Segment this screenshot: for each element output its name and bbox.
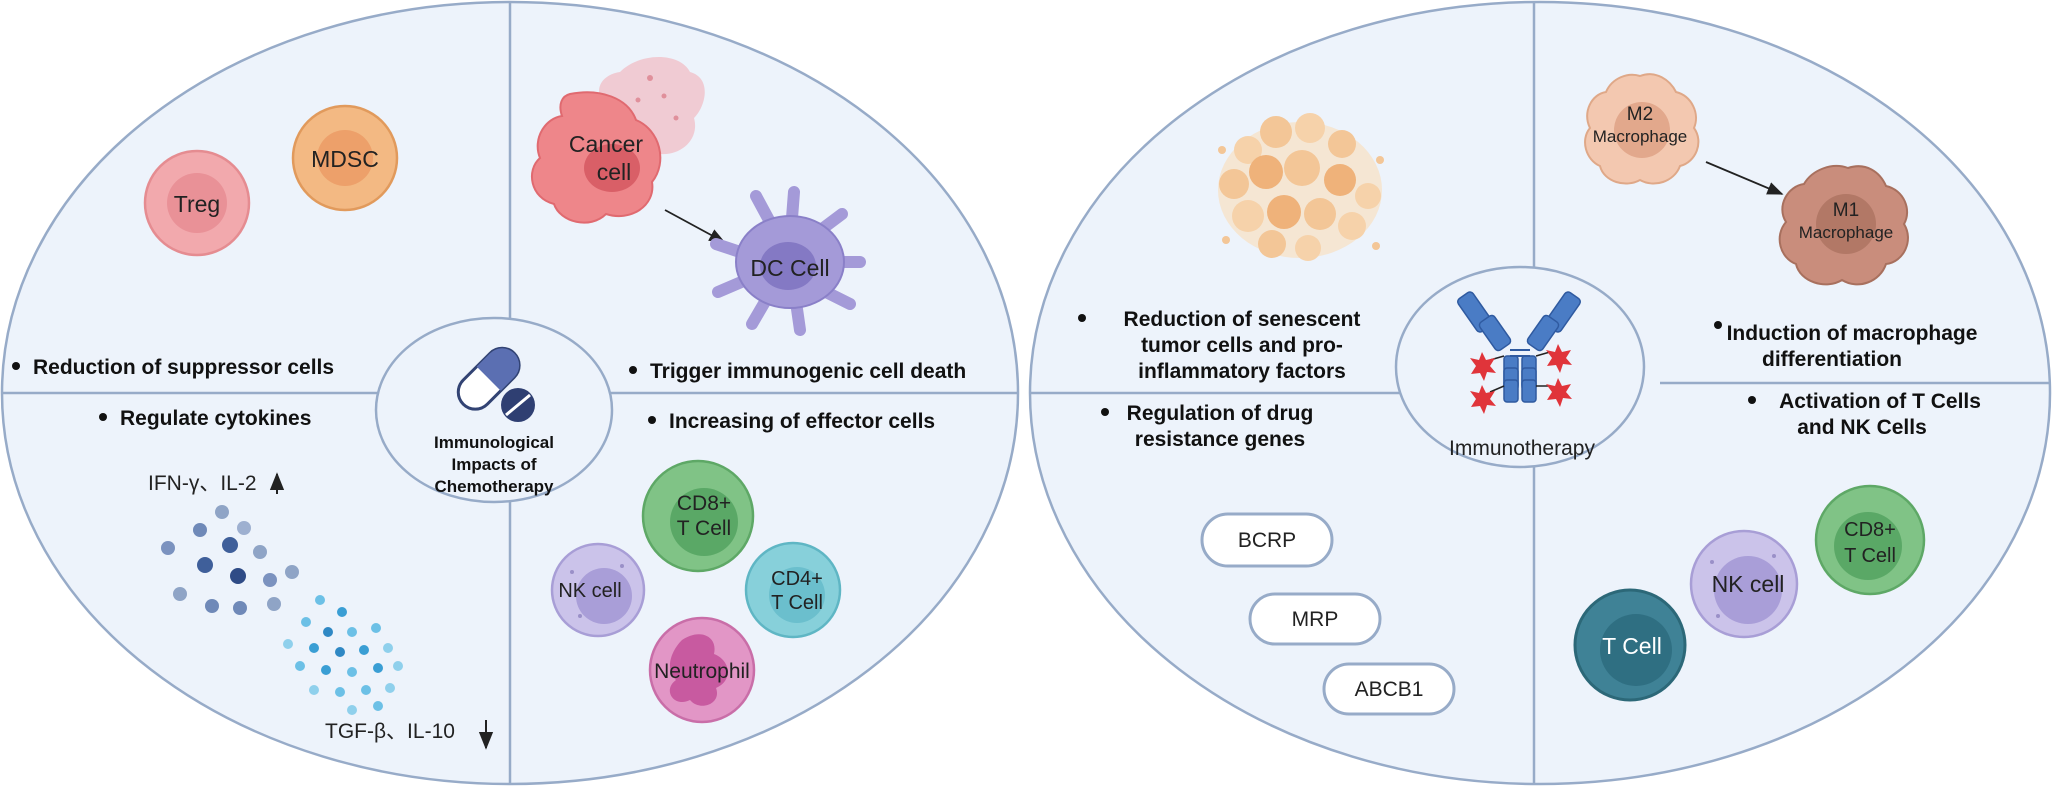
macrophage-heading-line1: Induction of macrophage	[1727, 322, 1978, 345]
cd4-label-line2: T Cell	[771, 592, 823, 614]
bullet	[12, 362, 20, 370]
activation-heading-line2: and NK Cells	[1797, 416, 1927, 439]
cytokines-heading: Regulate cytokines	[120, 407, 311, 430]
gene-bcrp-label: BCRP	[1238, 529, 1296, 552]
treg-cell: Treg	[143, 149, 251, 257]
icd-heading: Trigger immunogenic cell death	[650, 360, 966, 383]
suppressor-heading: Reduction of suppressor cells	[33, 356, 334, 379]
mdsc-cell: MDSC	[291, 104, 399, 212]
activation-heading-line1: Activation of T Cells	[1779, 390, 1981, 413]
nk-cell-right: NK cell	[1689, 529, 1799, 639]
resistance-heading-line1: Regulation of drug	[1127, 402, 1314, 425]
dc-label: DC Cell	[750, 255, 829, 281]
quadrant-effector-cells: Increasing of effector cells CD8+ T Cell…	[550, 410, 935, 724]
t-cell-right-label: T Cell	[1602, 633, 1662, 659]
gene-abcb1-label: ABCB1	[1355, 678, 1424, 701]
quadrant-suppressor-cells: Treg MDSC Reduction of suppressor cells	[12, 104, 399, 379]
m2-label-line2: Macrophage	[1593, 127, 1688, 146]
effector-heading: Increasing of effector cells	[669, 410, 935, 433]
nk-cell: NK cell	[550, 542, 646, 638]
cytokine-dots-dark	[161, 505, 299, 615]
quadrant-t-nk-activation: Activation of T Cells and NK Cells CD8+ …	[1573, 390, 1981, 702]
hub-label-line3: Chemotherapy	[434, 477, 554, 496]
cancer-cell: Cancer cell	[531, 57, 705, 224]
tgf-il10-label: TGF-β、IL-10	[325, 720, 455, 743]
treg-label: Treg	[174, 191, 220, 217]
mdsc-label: MDSC	[311, 146, 379, 172]
t-cell-right: T Cell	[1573, 588, 1687, 702]
senescent-heading-line1-text: Reduction of senescent	[1124, 308, 1361, 331]
cd8-label-line2: T Cell	[677, 517, 731, 540]
bullet	[1748, 396, 1756, 404]
m1-macrophage: M1 Macrophage	[1778, 165, 1909, 286]
left-diagram: Treg MDSC Reduction of suppressor cells …	[0, 0, 1020, 786]
cd4-label-line1: CD4+	[771, 568, 823, 590]
cd8-t-cell: CD8+ T Cell	[641, 459, 755, 573]
arrow-m2-to-m1	[1705, 161, 1784, 195]
quadrant-senescent-cells: Reduction of senescent tumor cells and p…	[1078, 113, 1384, 383]
nk-label: NK cell	[558, 580, 621, 602]
bullet	[648, 416, 656, 424]
gene-mrp: MRP	[1248, 592, 1382, 646]
quadrant-immunogenic-death: Cancer cell DC Cell Trigger immunogenic …	[531, 57, 966, 383]
hub-label-line2: Impacts of	[451, 455, 536, 474]
right-center-hub: Immunotherapy	[1394, 265, 1646, 469]
cd4-t-cell: CD4+ T Cell	[744, 541, 842, 639]
cd8-label-line1: CD8+	[677, 492, 731, 515]
left-center-hub: Immunological Impacts of Chemotherapy	[374, 316, 614, 504]
cytokine-dots-light	[283, 595, 403, 715]
cd8-t-cell-right: CD8+ T Cell	[1814, 484, 1926, 596]
bullet	[1078, 314, 1086, 322]
cancer-label-line2: cell	[597, 159, 632, 185]
m1-label-line2: Macrophage	[1799, 223, 1894, 242]
m1-label-line1: M1	[1833, 200, 1859, 221]
quadrant-cytokines: Regulate cytokines IFN-γ、IL-2	[99, 407, 494, 750]
senescent-heading-line2: tumor cells and pro-	[1141, 334, 1343, 357]
right-diagram: Reduction of senescent tumor cells and p…	[1028, 0, 2052, 786]
neutrophil-cell: Neutrophil	[648, 616, 756, 724]
bullet	[629, 366, 637, 374]
ifn-il2-label: IFN-γ、IL-2	[148, 472, 257, 495]
nk-right-label: NK cell	[1712, 571, 1785, 597]
cd8-right-label-line2: T Cell	[1844, 545, 1896, 567]
arrow-cancer-to-dc	[664, 209, 726, 243]
senescent-tumor-cluster	[1218, 113, 1384, 261]
gene-bcrp: BCRP	[1200, 512, 1334, 568]
cancer-label-line1: Cancer	[569, 131, 643, 157]
immunotherapy-label: Immunotherapy	[1449, 437, 1595, 460]
m2-label-line1: M2	[1627, 104, 1653, 125]
dc-cell: DC Cell	[710, 186, 866, 336]
cd8-right-label-line1: CD8+	[1844, 519, 1896, 541]
bullet	[1714, 321, 1722, 329]
bullet	[99, 413, 107, 421]
senescent-heading-line3: inflammatory factors	[1138, 360, 1346, 383]
drug-capsule-icon	[456, 346, 535, 422]
macrophage-heading-line2: differentiation	[1762, 348, 1902, 371]
gene-abcb1: ABCB1	[1322, 662, 1456, 716]
bullet	[1101, 408, 1109, 416]
antibody-icon	[1456, 291, 1582, 414]
resistance-heading-line2: resistance genes	[1135, 428, 1305, 451]
gene-mrp-label: MRP	[1292, 608, 1339, 631]
hub-label-line1: Immunological	[434, 433, 554, 452]
m2-macrophage: M2 Macrophage	[1584, 73, 1700, 185]
quadrant-drug-resistance: Regulation of drug resistance genes BCRP…	[1101, 402, 1456, 716]
quadrant-macrophage: M2 Macrophage M1 Macrophage Induction of…	[1584, 73, 1978, 371]
neutrophil-label: Neutrophil	[654, 660, 750, 683]
